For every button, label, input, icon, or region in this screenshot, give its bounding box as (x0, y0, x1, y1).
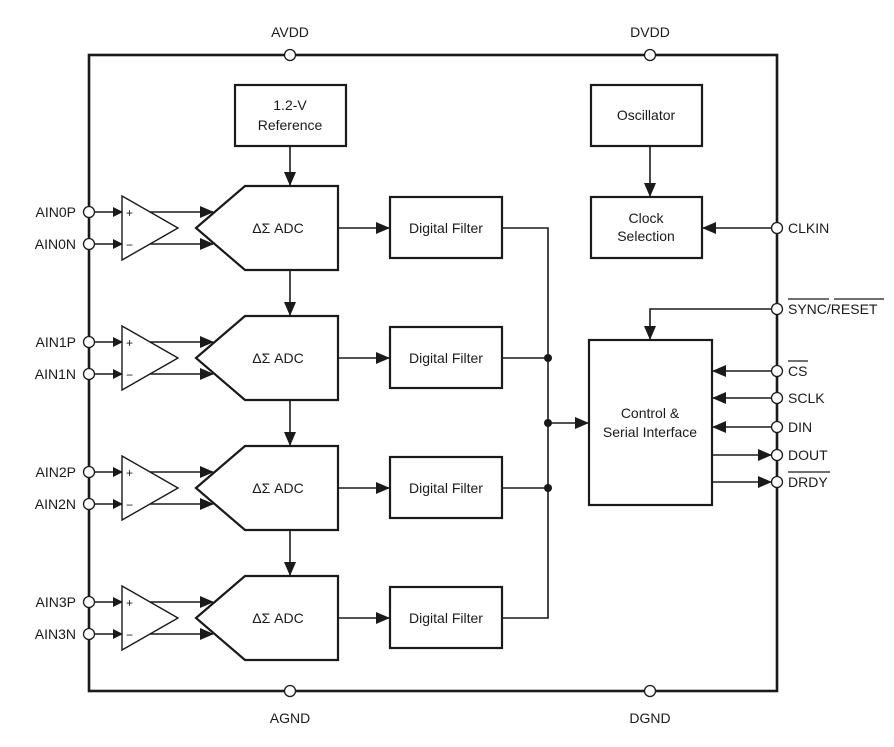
pos-input-pin[interactable] (82, 205, 96, 219)
neg-input-pin[interactable] (82, 367, 96, 381)
plus-sign: + (126, 336, 133, 350)
sync-reset-arrow (644, 308, 777, 340)
neg-input-pin[interactable] (82, 497, 96, 511)
cs-pin[interactable] (770, 364, 784, 378)
digital-filter-block (388, 585, 504, 650)
oscillator-label: Oscillator (617, 107, 676, 123)
minus-sign: − (126, 628, 133, 642)
sclk-label: SCLK (788, 390, 825, 406)
dvdd-label: DVDD (630, 24, 670, 40)
neg-input-pin[interactable] (82, 237, 96, 251)
pos-input-label: AIN0P (36, 204, 76, 220)
neg-input-pin[interactable] (82, 627, 96, 641)
filter-bus (502, 227, 549, 619)
agnd-label: AGND (270, 710, 310, 726)
minus-sign: − (126, 368, 133, 382)
control-line2: Serial Interface (603, 424, 697, 440)
din-pin[interactable] (770, 420, 784, 434)
digital-filter-label: Digital Filter (409, 610, 483, 626)
adc-label: ΔΣ ADC (252, 480, 303, 496)
agnd-pin[interactable] (283, 684, 297, 698)
control-line1: Control & (621, 405, 680, 421)
drdy-label: DRDY (788, 474, 828, 490)
digital-filter-label: Digital Filter (409, 480, 483, 496)
sync-reset-label: SYNC/RESET (788, 298, 884, 317)
adc-label: ΔΣ ADC (252, 610, 303, 626)
plus-sign: + (126, 206, 133, 220)
pos-input-pin[interactable] (82, 595, 96, 609)
digital-filter-block (388, 455, 504, 520)
reference-block: 1.2-V Reference (233, 83, 348, 148)
clkin-label: CLKIN (788, 220, 829, 236)
pos-input-pin[interactable] (82, 335, 96, 349)
digital-filter-label: Digital Filter (409, 350, 483, 366)
plus-sign: + (126, 596, 133, 610)
clock-selection-line2: Selection (617, 228, 675, 244)
channel-0: AIN0P AIN0N + − ΔΣ ADC Digital Filter (35, 184, 504, 316)
neg-input-label: AIN1N (35, 366, 76, 382)
clkin-pin[interactable] (770, 221, 784, 235)
neg-input-label: AIN0N (35, 236, 76, 252)
slash-text: / (827, 301, 831, 317)
sync-text: SYNC (788, 301, 827, 317)
avdd-pin[interactable] (283, 48, 297, 62)
pos-input-label: AIN2P (36, 464, 76, 480)
minus-sign: − (126, 238, 133, 252)
adc-label: ΔΣ ADC (252, 220, 303, 236)
clock-selection-block: Clock Selection (589, 195, 704, 260)
digital-filter-block (388, 195, 504, 260)
pos-input-label: AIN3P (36, 594, 76, 610)
reset-text: RESET (831, 301, 878, 317)
channel-1: AIN1P AIN1N + − ΔΣ ADC Digital Filter (35, 314, 504, 446)
dvdd-pin[interactable] (643, 48, 657, 62)
digital-filter-label: Digital Filter (409, 220, 483, 236)
neg-input-label: AIN3N (35, 626, 76, 642)
dgnd-label: DGND (629, 710, 670, 726)
pos-input-pin[interactable] (82, 465, 96, 479)
avdd-label: AVDD (271, 24, 309, 40)
neg-input-label: AIN2N (35, 496, 76, 512)
sync-reset-pin[interactable] (770, 302, 784, 316)
sclk-pin[interactable] (770, 391, 784, 405)
dout-label: DOUT (788, 447, 828, 463)
dgnd-pin[interactable] (643, 684, 657, 698)
control-serial-interface-block: Control & Serial Interface (587, 338, 714, 507)
drdy-pin[interactable] (770, 475, 784, 489)
svg-text:SYNC/RESET: SYNC/RESET (788, 301, 878, 317)
clock-selection-line1: Clock (628, 210, 664, 226)
minus-sign: − (126, 498, 133, 512)
channel-3: AIN3P AIN3N + − ΔΣ ADC Digital Filter (35, 574, 504, 662)
cs-label: CS (788, 363, 807, 379)
pos-input-label: AIN1P (36, 334, 76, 350)
reference-line2: Reference (258, 117, 323, 133)
reference-line1: 1.2-V (273, 97, 307, 113)
adc-label: ΔΣ ADC (252, 350, 303, 366)
plus-sign: + (126, 466, 133, 480)
oscillator-block: Oscillator (589, 83, 704, 148)
channel-2: AIN2P AIN2N + − ΔΣ ADC Digital Filter (35, 444, 504, 576)
dout-pin[interactable] (770, 448, 784, 462)
din-label: DIN (788, 419, 812, 435)
